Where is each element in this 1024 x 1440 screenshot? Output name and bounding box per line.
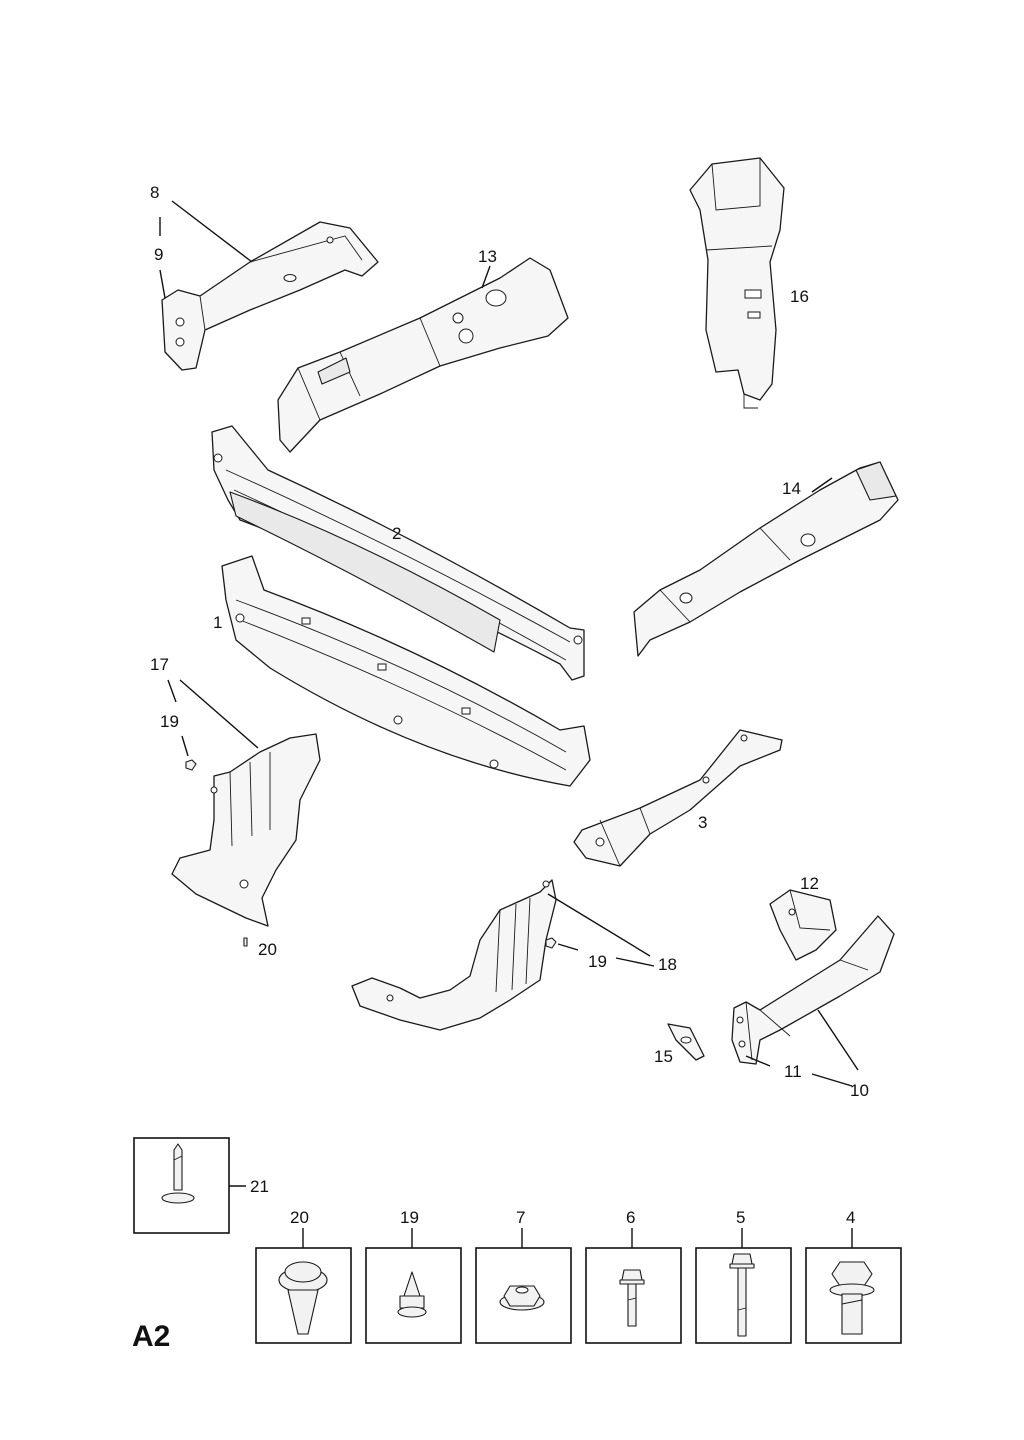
part-12-bracket — [769, 889, 837, 961]
callout-18: 18 — [658, 955, 677, 974]
part-10-11-longitudinal-member — [731, 915, 895, 1065]
part-15-gasket — [667, 1023, 705, 1061]
hardware-box-21 — [133, 1137, 230, 1234]
diagram-code: A2 — [132, 1320, 170, 1353]
callout-14: 14 — [782, 479, 801, 498]
part-2-bumper-beam-upper — [211, 425, 585, 681]
hardware-label-4: 4 — [846, 1208, 855, 1227]
part-8-9-longitudinal-member — [161, 221, 379, 371]
callout-20: 20 — [258, 940, 277, 959]
hardware-label-19: 19 — [400, 1208, 419, 1227]
callout-1: 1 — [213, 613, 222, 632]
hardware-box-19 — [365, 1247, 462, 1344]
bolt-short-icon — [621, 1269, 643, 1281]
callout-11: 11 — [784, 1062, 802, 1081]
callout-13: 13 — [478, 247, 497, 266]
part-13-upper-rail-left — [277, 257, 569, 453]
callout-12: 12 — [800, 874, 819, 893]
part-14-rail-right — [633, 461, 899, 657]
hardware-label-21: 21 — [250, 1177, 269, 1196]
hardware-box-6 — [585, 1247, 682, 1344]
callout-15: 15 — [654, 1047, 673, 1066]
callout-8: 8 — [150, 183, 159, 202]
bolt-long-icon — [731, 1253, 753, 1265]
hardware-label-20: 20 — [290, 1208, 309, 1227]
hardware-label-6: 6 — [626, 1208, 635, 1227]
hardware-box-5 — [695, 1247, 792, 1344]
hex-nut-icon — [503, 1285, 541, 1307]
hardware-box-20 — [255, 1247, 352, 1344]
flange-bolt-icon — [831, 1261, 873, 1287]
part-16-side-shield — [689, 157, 785, 409]
callout-17: 17 — [150, 655, 169, 674]
callout-16: 16 — [790, 287, 809, 306]
part-3-support-plate — [573, 729, 783, 867]
part-18-deflector-center — [351, 879, 557, 1031]
push-rivet-icon — [287, 1289, 319, 1335]
hardware-label-5: 5 — [736, 1208, 745, 1227]
push-clip-19-small — [185, 759, 197, 771]
callout-19-center: 19 — [588, 952, 607, 971]
screw-20-small — [243, 937, 248, 947]
self-tapping-screw-icon — [173, 1143, 183, 1191]
callout-19-left: 19 — [160, 712, 179, 731]
push-clip-19-center — [545, 937, 557, 949]
part-17-deflector-left — [171, 733, 321, 927]
hardware-box-4 — [805, 1247, 902, 1344]
callout-2: 2 — [392, 524, 401, 543]
clip-icon — [397, 1306, 427, 1318]
callout-10: 10 — [850, 1081, 869, 1100]
part-1-bumper-beam-lower — [221, 555, 591, 787]
callout-3: 3 — [698, 813, 707, 832]
hardware-label-7: 7 — [516, 1208, 525, 1227]
callout-9: 9 — [154, 245, 163, 264]
hardware-box-7 — [475, 1247, 572, 1344]
